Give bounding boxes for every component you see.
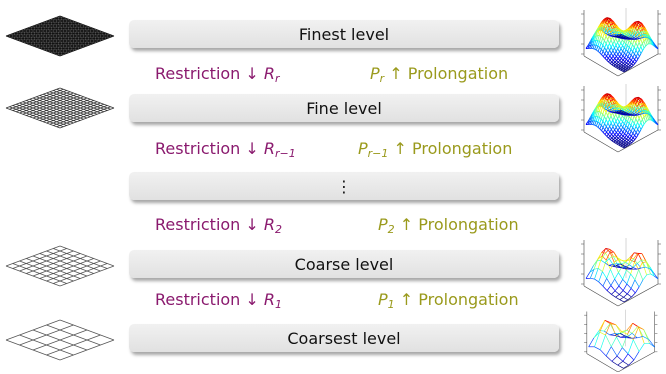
prolongation-label: Pr ↑ Prolongation — [370, 64, 509, 85]
level-bar-fine: Fine level — [129, 94, 559, 122]
coarse-mesh-icon — [5, 245, 115, 287]
surface-plot-icon — [581, 238, 661, 307]
fine-mesh-icon — [5, 87, 115, 129]
level-bar-coarse: Coarse level — [129, 250, 559, 278]
level-bar-finest: Finest level — [129, 20, 559, 48]
restriction-label: Restriction ↓ Rr−1 — [155, 139, 296, 160]
restriction-label: Restriction ↓ R1 — [155, 290, 283, 311]
surface-plot-icon — [581, 8, 661, 77]
restriction-label: Restriction ↓ Rr — [155, 64, 280, 85]
level-label: Finest level — [298, 24, 390, 44]
surface-plot-icon — [584, 309, 658, 372]
level-label: Fine level — [306, 98, 382, 118]
coarsest-mesh-icon — [5, 319, 115, 361]
level-label: Coarsest level — [287, 328, 401, 348]
prolongation-label: Pr−1 ↑ Prolongation — [358, 139, 513, 160]
level-label: Coarse level — [294, 254, 394, 274]
restriction-label: Restriction ↓ R2 — [155, 215, 283, 236]
prolongation-label: P1 ↑ Prolongation — [378, 290, 519, 311]
vertical-ellipsis: ⋮ — [336, 176, 352, 196]
surface-plot-icon — [581, 84, 661, 153]
finest-mesh-icon — [5, 15, 115, 57]
level-bar-coarsest: Coarsest level — [129, 324, 559, 352]
level-bar-ellipsis: ⋮ — [129, 172, 559, 200]
prolongation-label: P2 ↑ Prolongation — [378, 215, 519, 236]
